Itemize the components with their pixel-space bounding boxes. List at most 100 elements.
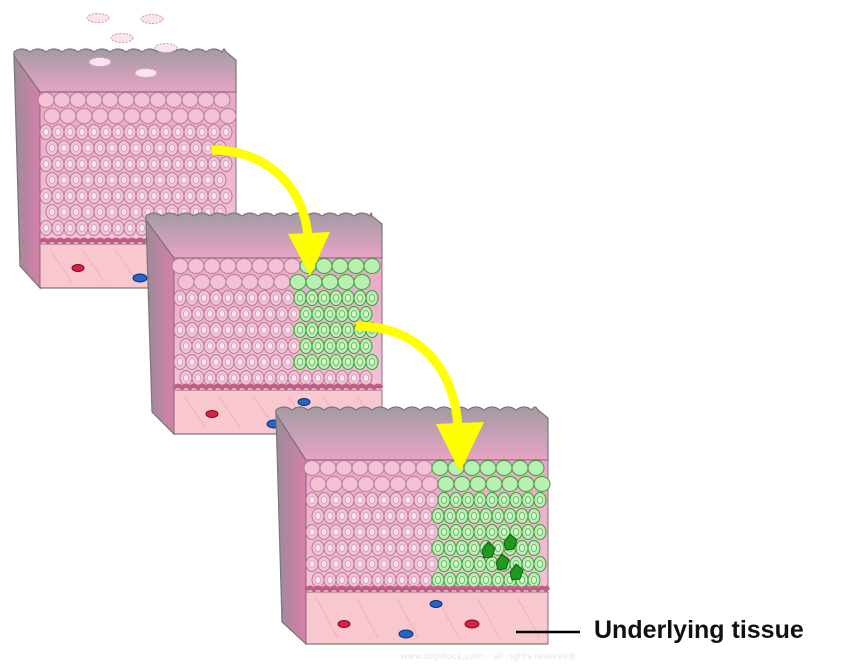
cell-nucleus: [411, 545, 416, 552]
cell-nucleus: [321, 359, 326, 366]
cell-nucleus: [211, 161, 216, 168]
epithelial-cell: [60, 109, 76, 124]
epithelial-cell: [326, 477, 342, 492]
cell-nucleus: [315, 513, 320, 520]
epithelial-cell: [204, 259, 220, 274]
cell-nucleus: [193, 145, 198, 152]
epithelial-cell: [76, 109, 92, 124]
cell-nucleus: [103, 129, 108, 136]
shed-cell: [155, 44, 177, 53]
cell-nucleus: [205, 177, 210, 184]
cell-nucleus: [243, 343, 248, 350]
cell-nucleus: [321, 295, 326, 302]
cell-nucleus: [267, 343, 272, 350]
cell-nucleus: [199, 129, 204, 136]
cell-nucleus: [237, 295, 242, 302]
cell-nucleus: [115, 225, 120, 232]
blood-vessel-blue: [133, 274, 147, 282]
epithelial-cell: [304, 461, 320, 476]
cell-nucleus: [273, 327, 278, 334]
cell-nucleus: [187, 193, 192, 200]
cell-nucleus: [79, 161, 84, 168]
epithelial-cell: [320, 461, 336, 476]
cell-nucleus: [303, 311, 308, 318]
epithelial-cell: [252, 259, 268, 274]
epithelial-cell: [188, 109, 204, 124]
cell-nucleus: [297, 359, 302, 366]
cell-nucleus: [345, 295, 350, 302]
block-top-surface: [146, 213, 382, 258]
epithelial-cell: [172, 109, 188, 124]
cell-nucleus: [297, 295, 302, 302]
cell-nucleus: [333, 497, 338, 504]
cell-nucleus: [459, 513, 464, 520]
cell-nucleus: [525, 561, 530, 568]
cell-nucleus: [441, 561, 446, 568]
epithelial-cell: [172, 259, 188, 274]
cell-nucleus: [49, 177, 54, 184]
epithelial-cell: [166, 93, 182, 108]
abnormal-cell: [464, 461, 480, 476]
cell-nucleus: [309, 529, 314, 536]
cell-nucleus: [435, 545, 440, 552]
cell-nucleus: [273, 295, 278, 302]
cell-nucleus: [223, 129, 228, 136]
cell-nucleus: [513, 497, 518, 504]
cell-nucleus: [223, 161, 228, 168]
cell-nucleus: [189, 327, 194, 334]
block-side-panel: [14, 56, 40, 288]
epithelial-cell: [352, 461, 368, 476]
cell-nucleus: [175, 193, 180, 200]
cell-nucleus: [363, 343, 368, 350]
cell-nucleus: [73, 177, 78, 184]
cell-nucleus: [189, 295, 194, 302]
cell-nucleus: [429, 497, 434, 504]
cell-nucleus: [471, 577, 476, 584]
cell-nucleus: [483, 513, 488, 520]
epithelial-cell: [336, 461, 352, 476]
cell-nucleus: [207, 375, 212, 382]
cell-nucleus: [309, 359, 314, 366]
cell-nucleus: [61, 177, 66, 184]
blood-vessel-red: [72, 265, 84, 272]
cell-nucleus: [181, 145, 186, 152]
cell-nucleus: [453, 497, 458, 504]
cell-nucleus: [531, 577, 536, 584]
tissue-block-abnormal: [146, 213, 382, 434]
cell-nucleus: [237, 327, 242, 334]
cell-nucleus: [465, 561, 470, 568]
cell-nucleus: [157, 177, 162, 184]
epithelial-cell: [140, 109, 156, 124]
cell-nucleus: [495, 545, 500, 552]
cell-nucleus: [73, 209, 78, 216]
cell-nucleus: [67, 225, 72, 232]
cell-nucleus: [91, 161, 96, 168]
cell-nucleus: [309, 561, 314, 568]
abnormal-cell: [338, 275, 354, 290]
cell-nucleus: [477, 497, 482, 504]
cell-nucleus: [261, 295, 266, 302]
cell-nucleus: [109, 145, 114, 152]
abnormal-cell: [502, 477, 518, 492]
cell-nucleus: [157, 145, 162, 152]
epithelial-cell: [284, 259, 300, 274]
cell-nucleus: [405, 529, 410, 536]
cell-nucleus: [315, 545, 320, 552]
epithelial-cell: [214, 93, 230, 108]
cell-nucleus: [261, 327, 266, 334]
epithelial-cell: [198, 93, 214, 108]
cell-nucleus: [79, 225, 84, 232]
cell-nucleus: [333, 529, 338, 536]
epithelial-cell: [38, 93, 54, 108]
cell-nucleus: [183, 311, 188, 318]
cell-nucleus: [145, 177, 150, 184]
abnormal-cell: [486, 477, 502, 492]
epithelial-cell: [374, 477, 390, 492]
epithelial-cell: [188, 259, 204, 274]
cell-nucleus: [405, 561, 410, 568]
epithelial-cell: [368, 461, 384, 476]
epithelial-cell: [358, 477, 374, 492]
cell-nucleus: [121, 177, 126, 184]
cell-nucleus: [339, 577, 344, 584]
cell-nucleus: [279, 375, 284, 382]
